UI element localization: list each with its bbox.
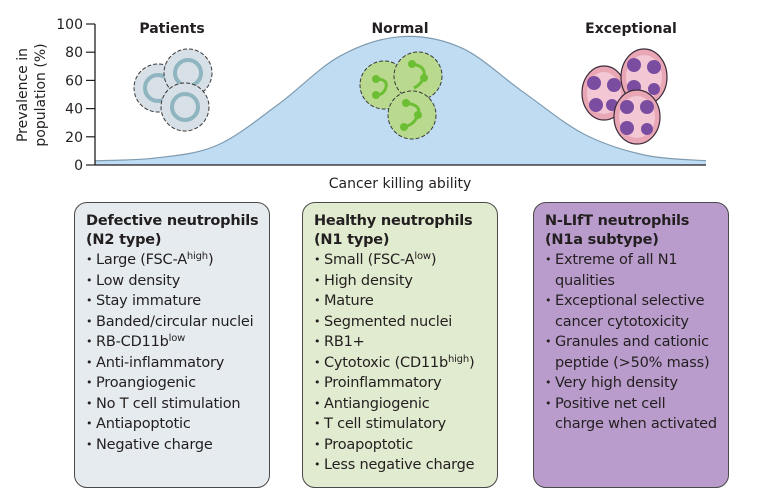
box-defective-neutrophils: Defective neutrophils(N2 type) Large (FS… <box>74 202 270 488</box>
trait-item: Exceptional selective cancer cytotoxicit… <box>545 291 718 332</box>
trait-item: Proangiogenic <box>86 373 259 394</box>
trait-list: Extreme of all N1 qualitiesExceptional s… <box>545 250 718 435</box>
y-ticks: 0 20 40 60 80 100 <box>56 17 95 174</box>
x-axis-title: Cancer killing ability <box>329 176 472 192</box>
box-title: N-LIfT neutrophils(N1a subtype) <box>545 213 690 248</box>
y-tick-label: 80 <box>65 45 83 61</box>
label-exceptional: Exceptional <box>585 21 677 37</box>
trait-item: No T cell stimulation <box>86 394 259 415</box>
trait-item: Very high density <box>545 373 718 394</box>
box-healthy-neutrophils: Healthy neutrophils(N1 type) Small (FSC-… <box>302 202 498 488</box>
exceptional-cells-illustration <box>581 48 668 145</box>
trait-item: Mature <box>314 291 487 312</box>
trait-item: Less negative charge <box>314 455 487 476</box>
trait-item: Extreme of all N1 qualities <box>545 250 718 291</box>
trait-item: Stay immature <box>86 291 259 312</box>
trait-item: Negative charge <box>86 435 259 456</box>
trait-item: Proinflammatory <box>314 373 487 394</box>
trait-item: Proapoptotic <box>314 435 487 456</box>
y-tick-label: 20 <box>65 130 83 146</box>
y-tick-label: 40 <box>65 102 83 118</box>
box-title: Defective neutrophils(N2 type) <box>86 213 259 248</box>
normal-cells-illustration <box>359 51 443 140</box>
trait-item: Antiapoptotic <box>86 414 259 435</box>
y-tick-label: 60 <box>65 73 83 89</box>
y-axis-title-line1: Prevalence in <box>15 48 31 142</box>
y-tick-label: 100 <box>56 17 83 33</box>
trait-list: Small (FSC-Alow)High densityMatureSegmen… <box>314 250 487 476</box>
patients-cells-illustration <box>133 48 213 132</box>
box-title: Healthy neutrophils(N1 type) <box>314 213 473 248</box>
trait-item: Positive net cell charge when activated <box>545 394 718 435</box>
trait-item: High density <box>314 271 487 292</box>
y-tick-label: 0 <box>74 158 83 174</box>
box-nlift-neutrophils: N-LIfT neutrophils(N1a subtype) Extreme … <box>533 202 729 488</box>
label-normal: Normal <box>371 21 428 37</box>
prevalence-chart: 0 20 40 60 80 100 Prevalence in population (%… <box>15 17 707 192</box>
trait-item: Large (FSC-Ahigh) <box>86 250 259 271</box>
trait-item: Anti-inflammatory <box>86 353 259 374</box>
trait-item: RB-CD11blow <box>86 332 259 353</box>
exceptional-cell <box>581 65 627 121</box>
trait-item: Granules and cationic peptide (>50% mass… <box>545 332 718 373</box>
exceptional-cell <box>613 89 661 145</box>
trait-item: Banded/circular nuclei <box>86 312 259 333</box>
trait-list: Large (FSC-Ahigh)Low densityStay immatur… <box>86 250 259 455</box>
trait-item: Antiangiogenic <box>314 394 487 415</box>
normal-cell <box>387 90 437 140</box>
label-patients: Patients <box>139 21 204 37</box>
y-axis-title-line2: population (%) <box>33 43 49 146</box>
distribution-curve <box>94 35 707 162</box>
trait-item: Cytotoxic (CD11bhigh) <box>314 353 487 374</box>
trait-item: T cell stimulatory <box>314 414 487 435</box>
trait-item: RB1+ <box>314 332 487 353</box>
trait-item: Segmented nuclei <box>314 312 487 333</box>
patient-cell <box>160 82 210 132</box>
trait-item: Low density <box>86 271 259 292</box>
trait-item: Small (FSC-Alow) <box>314 250 487 271</box>
